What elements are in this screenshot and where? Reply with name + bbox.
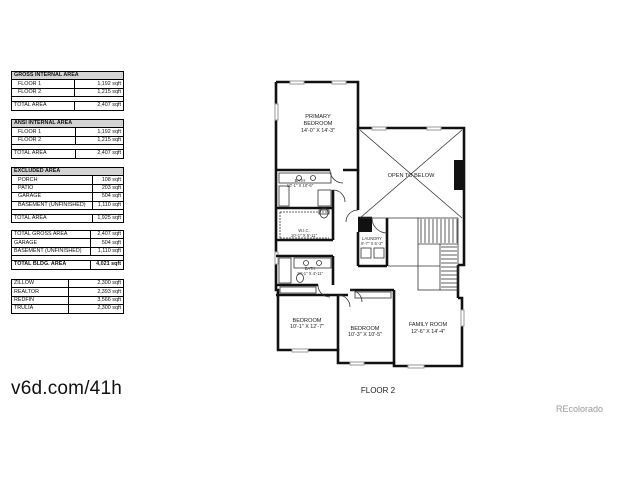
room-name: BEDROOM: [351, 326, 380, 332]
room-dimensions: 14'-0" X 14'-3": [301, 128, 335, 134]
watermark-logo: REcolorado: [556, 404, 604, 414]
row-label: FLOOR 2: [11, 135, 76, 146]
floor-label: FLOOR 2: [360, 386, 396, 395]
room-dimensions: 10'-1" X 6'-11": [291, 233, 318, 238]
total-label: TOTAL AREA: [10, 213, 94, 224]
door-swings: [317, 169, 388, 308]
room-name-line2: BEDROOM: [304, 121, 333, 127]
room-name: PRIMARY: [305, 114, 331, 120]
bedroom-2: BEDROOM 10'-3" X 10'-5": [348, 326, 382, 338]
closet-shelving: [279, 211, 329, 239]
row-value: 1,110 sqft: [92, 200, 124, 210]
room-dimensions: 10'-1" X 12'-7": [290, 324, 324, 330]
room-name: BEDROOM: [293, 318, 322, 324]
room-name: BATH: [305, 266, 316, 271]
row-value: 2,300 sqft: [68, 304, 124, 314]
interior-walls: [276, 128, 396, 363]
primary-bedroom: PRIMARY BEDROOM 14'-0" X 14'-3": [301, 114, 335, 134]
row-label: BASEMENT (UNFINISHED): [10, 246, 92, 257]
bath2-fixtures: [278, 257, 332, 284]
laundry: LAUNDRY 5'-7" X 6'-2": [361, 236, 383, 246]
row-label: TRULIA: [10, 304, 70, 314]
total-value: 4,021 sqft: [90, 260, 124, 270]
walk-in-closet: W.I.C. 10'-1" X 6'-11": [291, 228, 318, 238]
open-to-below-label: OPEN TO BELOW: [388, 173, 435, 179]
total-label: TOTAL AREA: [11, 149, 76, 159]
room-dimensions: 12'-6" X 14'-4": [411, 329, 445, 335]
bath2: BATH 10'-1" X 4'-11": [297, 266, 324, 276]
room-dimensions: 10'-1" X 4'-11": [297, 271, 324, 276]
bedroom-closets: [279, 286, 392, 299]
family-room: FAMILY ROOM 12'-6" X 14'-4": [409, 322, 448, 335]
row-label: BASEMENT (UNFINISHED): [10, 200, 94, 210]
stair-treads: [420, 219, 458, 288]
row-label: FLOOR 2: [10, 87, 76, 98]
shortlink-text: v6d.com/41h: [11, 378, 122, 399]
room-dimensions: 5'-7" X 6'-2": [361, 241, 383, 246]
total-label: TOTAL BLDG. AREA: [10, 260, 92, 270]
total-value: 2,407 sqft: [74, 149, 124, 159]
row-value: 1,110 sqft: [90, 246, 124, 257]
room-name: FAMILY ROOM: [409, 322, 448, 328]
row-value: 1,215 sqft: [74, 135, 124, 146]
staircase: [388, 217, 459, 291]
open-to-below-area: [359, 129, 463, 219]
room-name: W.I.C.: [298, 228, 309, 233]
laundry-appliances: [360, 247, 385, 259]
room-name: BATH: [295, 178, 306, 183]
windows: [274, 80, 465, 369]
total-label: TOTAL AREA: [10, 101, 76, 111]
row-value: 1,215 sqft: [74, 87, 124, 98]
bath1: BATH 10'-1" X 10'-6": [287, 178, 314, 188]
room-dimensions: 10'-1" X 10'-6": [287, 183, 314, 188]
total-value: 1,925 sqft: [92, 213, 124, 224]
fireplace: [454, 160, 463, 190]
total-value: 2,407 sqft: [74, 101, 124, 111]
room-name: LAUNDRY: [362, 236, 382, 241]
bedroom-1: BEDROOM 10'-1" X 12'-7": [290, 318, 324, 330]
room-dimensions: 10'-3" X 10'-5": [348, 332, 382, 338]
